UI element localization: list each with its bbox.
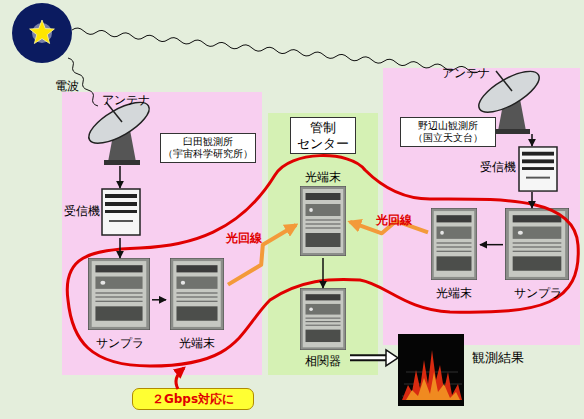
node-label: 受信機: [480, 160, 516, 174]
node-label: 相関器: [296, 354, 350, 368]
receiver: 受信機: [64, 188, 142, 238]
node-label: 野辺山観測所 （国立天文台）: [400, 117, 496, 147]
wave-label: 電波: [55, 78, 79, 95]
node-label: 臼田観測所 （宇宙科学研究所）: [160, 133, 256, 163]
node-label: 観測結果: [472, 350, 528, 366]
receiver: 受信機: [480, 146, 564, 192]
edge-label: 光回線: [226, 230, 262, 247]
sampler: サンプラ: [88, 258, 152, 353]
node-label: 光端末: [296, 170, 350, 184]
radio-wave: [72, 28, 480, 73]
antenna: アンテナ: [82, 93, 167, 166]
node-label: 光端末: [166, 336, 228, 350]
node-label: 光端末: [428, 286, 480, 300]
node-label: サンプラ: [503, 286, 573, 300]
optical-terminal: 光端末: [296, 170, 350, 258]
sampler: サンプラ: [503, 208, 573, 302]
radio-source-glow: [32, 23, 52, 43]
arrow-head: [386, 350, 398, 366]
node-label: サンプラ: [88, 336, 152, 350]
result-peaks: [406, 372, 460, 400]
control-center-panel: 管制 センター光端末相関器: [268, 113, 378, 375]
observation-result: 観測結果: [398, 332, 528, 408]
node-label: ２Gbps対応に: [133, 392, 253, 406]
node-label: 管制 センター: [290, 117, 356, 154]
callout-box: ２Gbps対応に: [132, 388, 254, 410]
radio-source-disc: [12, 3, 72, 63]
correlator: 相関器: [296, 288, 350, 370]
node-label: 受信機: [64, 204, 100, 218]
node-label: アンテナ: [102, 93, 164, 107]
edge-label: 光回線: [376, 212, 412, 229]
radio-source-star: [30, 20, 55, 44]
optical-terminal: 光端末: [428, 208, 480, 302]
observatory-panel: 野辺山観測所 （国立天文台） アンテナ受信機光端末 サンプラ: [383, 68, 580, 345]
node-label: アンテナ: [442, 66, 502, 80]
optical-terminal: 光端末: [166, 258, 228, 353]
result-peaks: [402, 350, 462, 400]
result-grid: [402, 372, 462, 396]
